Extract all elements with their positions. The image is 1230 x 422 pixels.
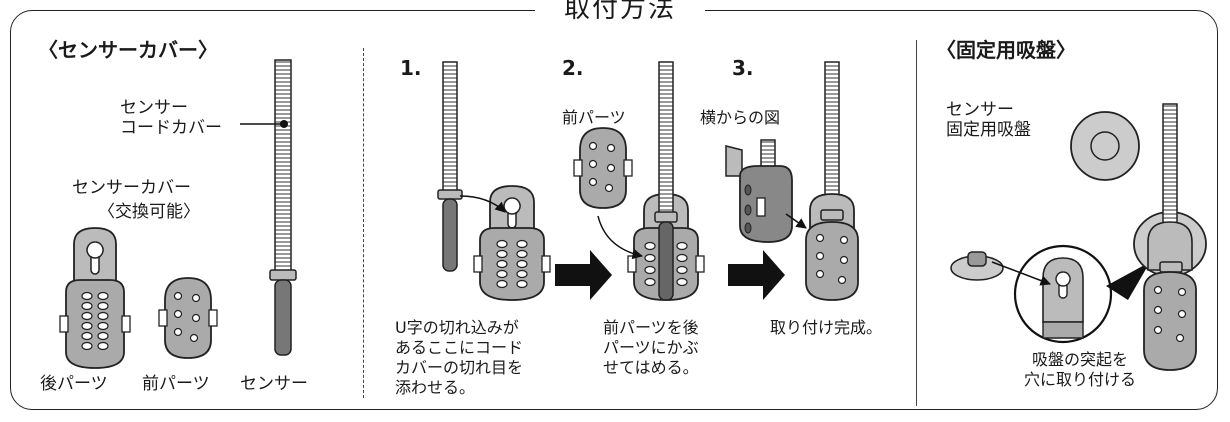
sensor-cover-sub: 〈交換可能〉 [98,202,200,222]
sensor-cord-illustration [240,59,297,356]
back-part-illustration [59,227,131,369]
step1-caption: U字の切れ込みが あるここにコード カバーの切れ目を 添わせる。 [395,318,524,397]
cord-cover-label: センサー コードカバー [120,98,222,138]
step3-caption: 取り付け完成。 [770,318,883,337]
suction-cup-caption: 吸盤の突起を 穴に取り付ける [1023,350,1136,389]
suction-cup-label: センサー 固定用吸盤 [946,100,1031,140]
sensor-label: センサー [240,374,308,394]
step3-illustration [725,61,859,301]
page-title: 取付方法 [535,0,705,28]
step3-side-view-label: 横からの図 [700,108,781,127]
front-part-illustration [158,277,218,359]
section-divider-solid [916,40,917,406]
sensor-cover-heading: 〈センサーカバー〉 [38,38,218,62]
suction-cup-heading: 〈固定用吸盤〉 [936,38,1076,62]
back-part-label: 後パーツ [40,374,108,394]
front-part-label: 前パーツ [142,374,210,394]
step1-illustration [437,61,551,301]
step2-number: 2. [562,56,584,80]
step1-number: 1. [400,56,422,80]
sensor-cover-label: センサーカバー [72,178,191,198]
section-divider-dashed [363,48,364,398]
next-step-arrow-2 [728,250,785,300]
step2-front-part-label: 前パーツ [562,108,626,127]
step3-number: 3. [732,56,754,80]
next-step-arrow-1 [555,250,612,300]
step2-caption: 前パーツを後 パーツにかぶ せてはめる。 [603,318,699,377]
suction-cup-illustration [950,103,1207,371]
step2-illustration [573,61,705,301]
